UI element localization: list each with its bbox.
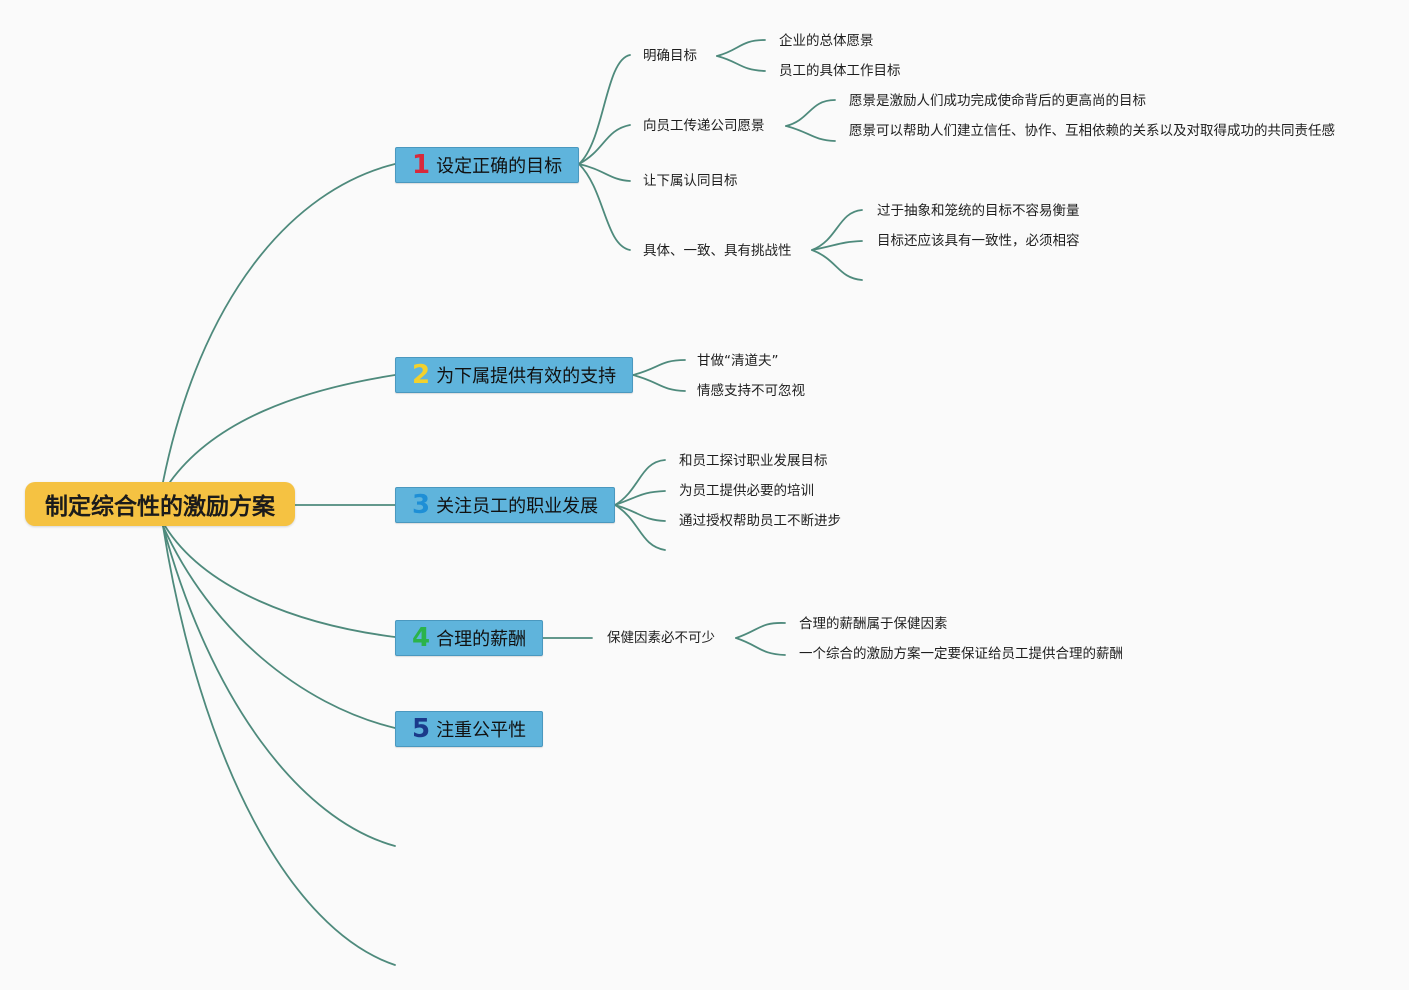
topic-support[interactable]: 2 为下属提供有效的支持 bbox=[395, 357, 633, 393]
link-t4-c1-gc1 bbox=[735, 622, 786, 639]
link-t1-c2 bbox=[578, 124, 631, 165]
link-t1-c4-gc3 bbox=[811, 249, 863, 281]
link-root-topic4 bbox=[164, 525, 396, 638]
link-t1-c1 bbox=[578, 54, 631, 165]
subtopic-hygiene-factor[interactable]: 保健因素必不可少 bbox=[607, 630, 715, 646]
topic-career-development[interactable]: 3 关注员工的职业发展 bbox=[395, 487, 615, 523]
topic-number-2: 2 bbox=[412, 360, 431, 390]
subtopic-training[interactable]: 为员工提供必要的培训 bbox=[679, 483, 814, 499]
link-t1-c1-gc1 bbox=[716, 39, 766, 57]
subtopic-emotional-support[interactable]: 情感支持不可忽视 bbox=[697, 383, 805, 399]
link-t1-c1-gc2 bbox=[716, 55, 766, 72]
topic-number-5: 5 bbox=[412, 714, 431, 744]
link-t1-c4-gc1 bbox=[811, 209, 863, 251]
subtopic-discuss-career[interactable]: 和员工探讨职业发展目标 bbox=[679, 453, 828, 469]
link-root-topic5 bbox=[162, 525, 396, 729]
link-root-empty-2 bbox=[162, 525, 396, 966]
topic-fairness[interactable]: 5 注重公平性 bbox=[395, 711, 543, 747]
topic-label: 为下属提供有效的支持 bbox=[436, 366, 617, 387]
link-t1-c2-gc1 bbox=[785, 99, 836, 127]
link-t1-c2-gc2 bbox=[785, 125, 836, 142]
link-t2-c2 bbox=[632, 374, 686, 392]
topic-label: 设定正确的目标 bbox=[436, 156, 563, 177]
link-t1-c4 bbox=[578, 163, 631, 251]
leaf-abstract-goals[interactable]: 过于抽象和笼统的目标不容易衡量 bbox=[877, 203, 1080, 219]
root-topic[interactable]: 制定综合性的激励方案 bbox=[25, 482, 295, 526]
link-t3-c4 bbox=[614, 504, 666, 551]
topic-number-4: 4 bbox=[412, 623, 431, 653]
subtopic-empowerment[interactable]: 通过授权帮助员工不断进步 bbox=[679, 513, 841, 529]
topic-label: 合理的薪酬 bbox=[436, 629, 527, 650]
link-root-topic1 bbox=[162, 163, 396, 483]
link-root-empty-1 bbox=[162, 525, 396, 847]
subtopic-convey-vision[interactable]: 向员工传递公司愿景 bbox=[643, 118, 765, 134]
topic-number-3: 3 bbox=[412, 490, 431, 520]
link-root-topic2 bbox=[169, 374, 396, 483]
link-t2-c1 bbox=[632, 359, 686, 376]
leaf-employee-goals[interactable]: 员工的具体工作目标 bbox=[779, 63, 901, 79]
link-t1-c3 bbox=[578, 163, 631, 182]
subtopic-clear-goals[interactable]: 明确目标 bbox=[643, 48, 697, 64]
leaf-consistent-goals[interactable]: 目标还应该具有一致性，必须相容 bbox=[877, 233, 1080, 249]
link-t3-c2 bbox=[614, 490, 666, 506]
topic-label: 注重公平性 bbox=[436, 720, 527, 741]
topic-compensation[interactable]: 4 合理的薪酬 bbox=[395, 620, 543, 656]
leaf-pay-hygiene[interactable]: 合理的薪酬属于保健因素 bbox=[799, 616, 948, 632]
leaf-company-vision[interactable]: 企业的总体愿景 bbox=[779, 33, 874, 49]
link-t3-c3 bbox=[614, 504, 666, 522]
leaf-reasonable-pay[interactable]: 一个综合的激励方案一定要保证给员工提供合理的薪酬 bbox=[799, 646, 1123, 662]
link-t3-c1 bbox=[614, 459, 666, 506]
link-t1-c4-gc2 bbox=[811, 240, 863, 251]
subtopic-specific-goals[interactable]: 具体、一致、具有挑战性 bbox=[643, 243, 792, 259]
leaf-vision-trust[interactable]: 愿景可以帮助人们建立信任、协作、互相依赖的关系以及对取得成功的共同责任感 bbox=[849, 123, 1335, 139]
root-topic-label: 制定综合性的激励方案 bbox=[45, 494, 275, 520]
subtopic-accept-goals[interactable]: 让下属认同目标 bbox=[643, 173, 738, 189]
topic-label: 关注员工的职业发展 bbox=[436, 496, 599, 517]
leaf-vision-noble-goal[interactable]: 愿景是激励人们成功完成使命背后的更高尚的目标 bbox=[849, 93, 1146, 109]
link-t4-c1-gc2 bbox=[735, 637, 786, 656]
topic-number-1: 1 bbox=[412, 150, 431, 180]
topic-set-goals[interactable]: 1 设定正确的目标 bbox=[395, 147, 579, 183]
subtopic-sweeper[interactable]: 甘做“清道夫” bbox=[697, 353, 779, 369]
